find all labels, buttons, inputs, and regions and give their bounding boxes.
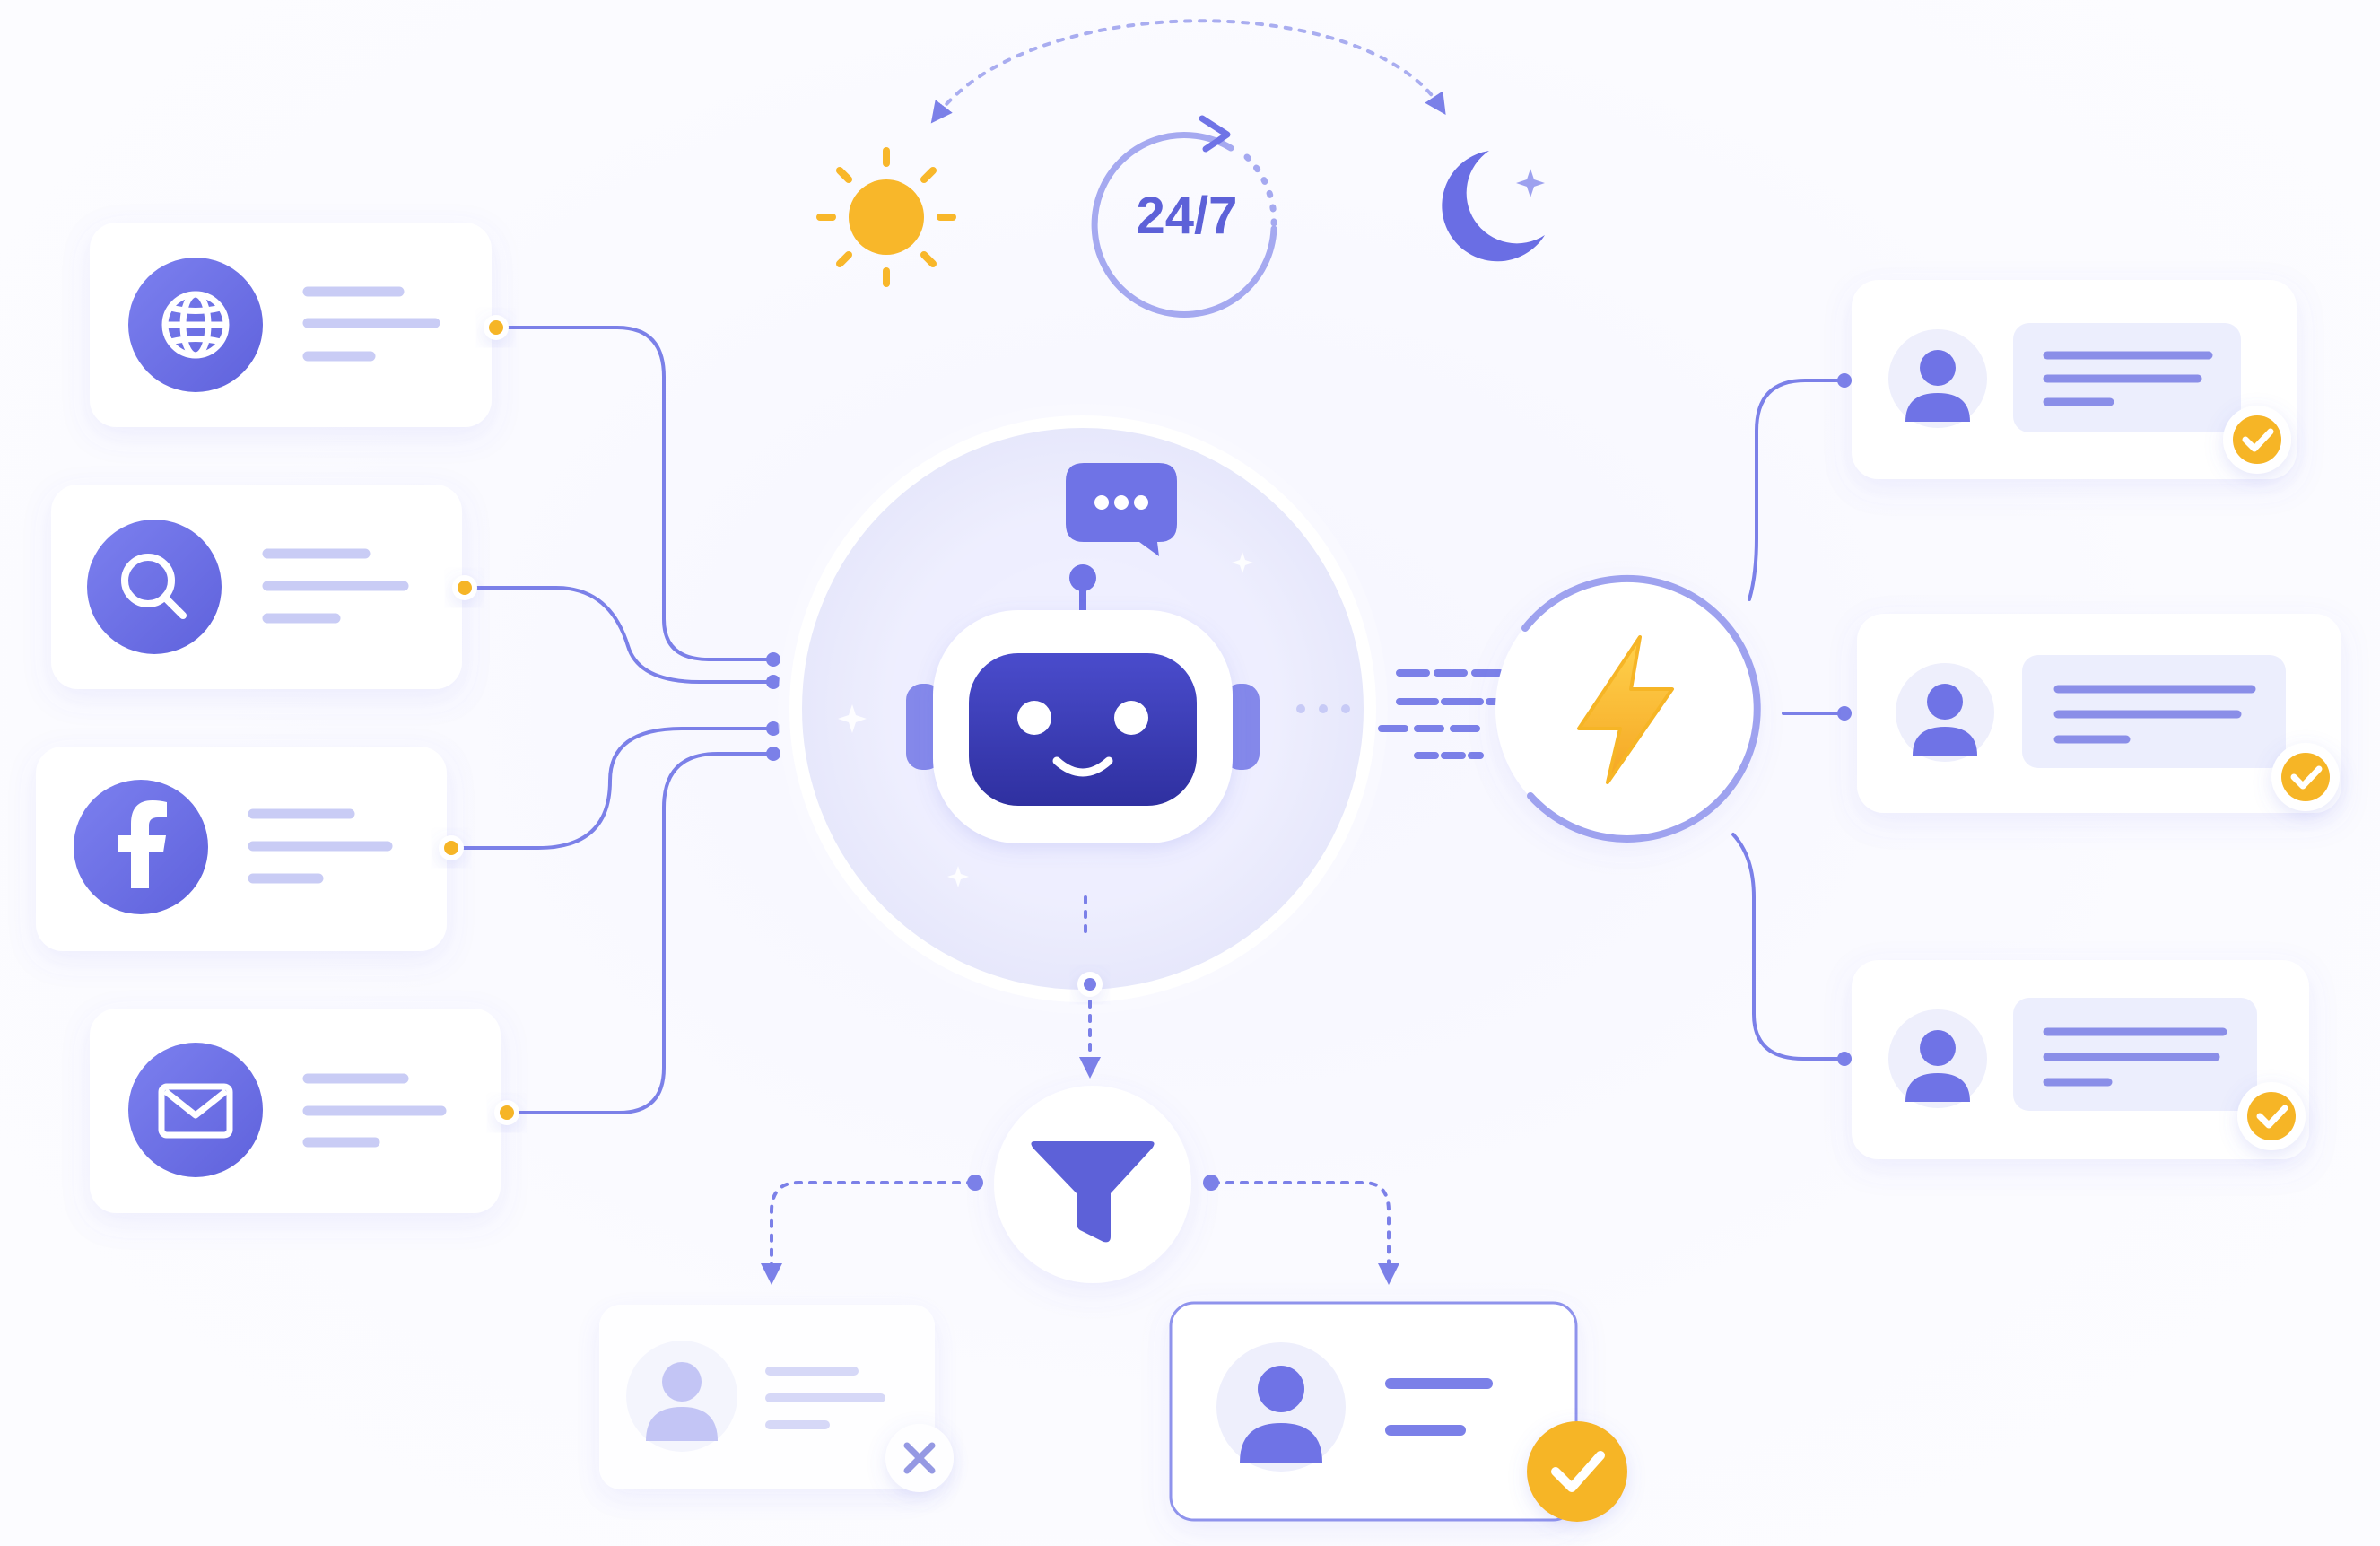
user-avatar-icon: [1216, 1342, 1346, 1472]
connector-search: [463, 586, 775, 684]
filter-connector: [1079, 895, 1101, 1079]
source-connectors: [449, 326, 775, 1114]
availability-cycle: 24/7: [816, 19, 1545, 318]
sun-icon: [816, 147, 956, 287]
globe-icon: [161, 291, 230, 359]
hours-label: 24/7: [1137, 187, 1238, 245]
connector-website: [494, 326, 775, 661]
funnel-filter-icon: [1031, 1141, 1155, 1243]
text-placeholder: [262, 548, 409, 624]
response-card: [1852, 960, 2309, 1159]
source-card-facebook: [36, 747, 464, 951]
checkmark-icon: [2237, 1082, 2306, 1150]
connector-dots-left: [766, 652, 780, 761]
response-card: [1852, 280, 2297, 479]
approved-lead-card: [1169, 1301, 1627, 1522]
search-icon: [121, 554, 187, 619]
text-placeholder: [302, 286, 440, 362]
chatbot-hub: [778, 404, 1388, 1014]
connector-email: [505, 752, 775, 1114]
checkmark-icon: [2223, 406, 2291, 474]
mail-icon: [158, 1083, 233, 1139]
moon-icon: [1442, 151, 1545, 262]
filter-branches: [761, 1181, 1399, 1285]
chatbot-robot-icon: [906, 564, 1260, 843]
rejected-lead-card: [599, 1305, 954, 1492]
connector-dots-right: [1837, 373, 1852, 1066]
lightning-bolt-icon: [1577, 635, 1674, 784]
text-placeholder: [765, 1367, 885, 1429]
text-placeholder: [248, 808, 393, 884]
source-card-website: [90, 223, 509, 427]
user-avatar-icon: [1896, 663, 1994, 762]
cycle-arc-connector: [930, 19, 1446, 124]
facebook-icon: [118, 800, 167, 888]
lead-filter: [994, 1086, 1191, 1283]
checkmark-icon: [1527, 1421, 1627, 1522]
stream-dots: [1296, 704, 1350, 713]
chat-bubble-icon: [1066, 463, 1177, 556]
text-placeholder: [1385, 1378, 1493, 1436]
checkmark-icon: [2271, 743, 2340, 811]
user-avatar-icon: [1888, 329, 1987, 428]
automation-engine: [1495, 574, 1761, 843]
refresh-cycle-icon: 24/7: [1091, 115, 1277, 318]
response-card: [1857, 614, 2341, 813]
text-placeholder: [302, 1073, 447, 1148]
connector-facebook: [449, 727, 775, 850]
response-connectors: [1731, 379, 1846, 1061]
source-card-search: [51, 485, 477, 689]
user-avatar-icon: [1888, 1009, 1987, 1108]
user-avatar-icon: [626, 1341, 737, 1452]
source-card-email: [90, 1009, 519, 1213]
close-icon: [885, 1424, 954, 1492]
